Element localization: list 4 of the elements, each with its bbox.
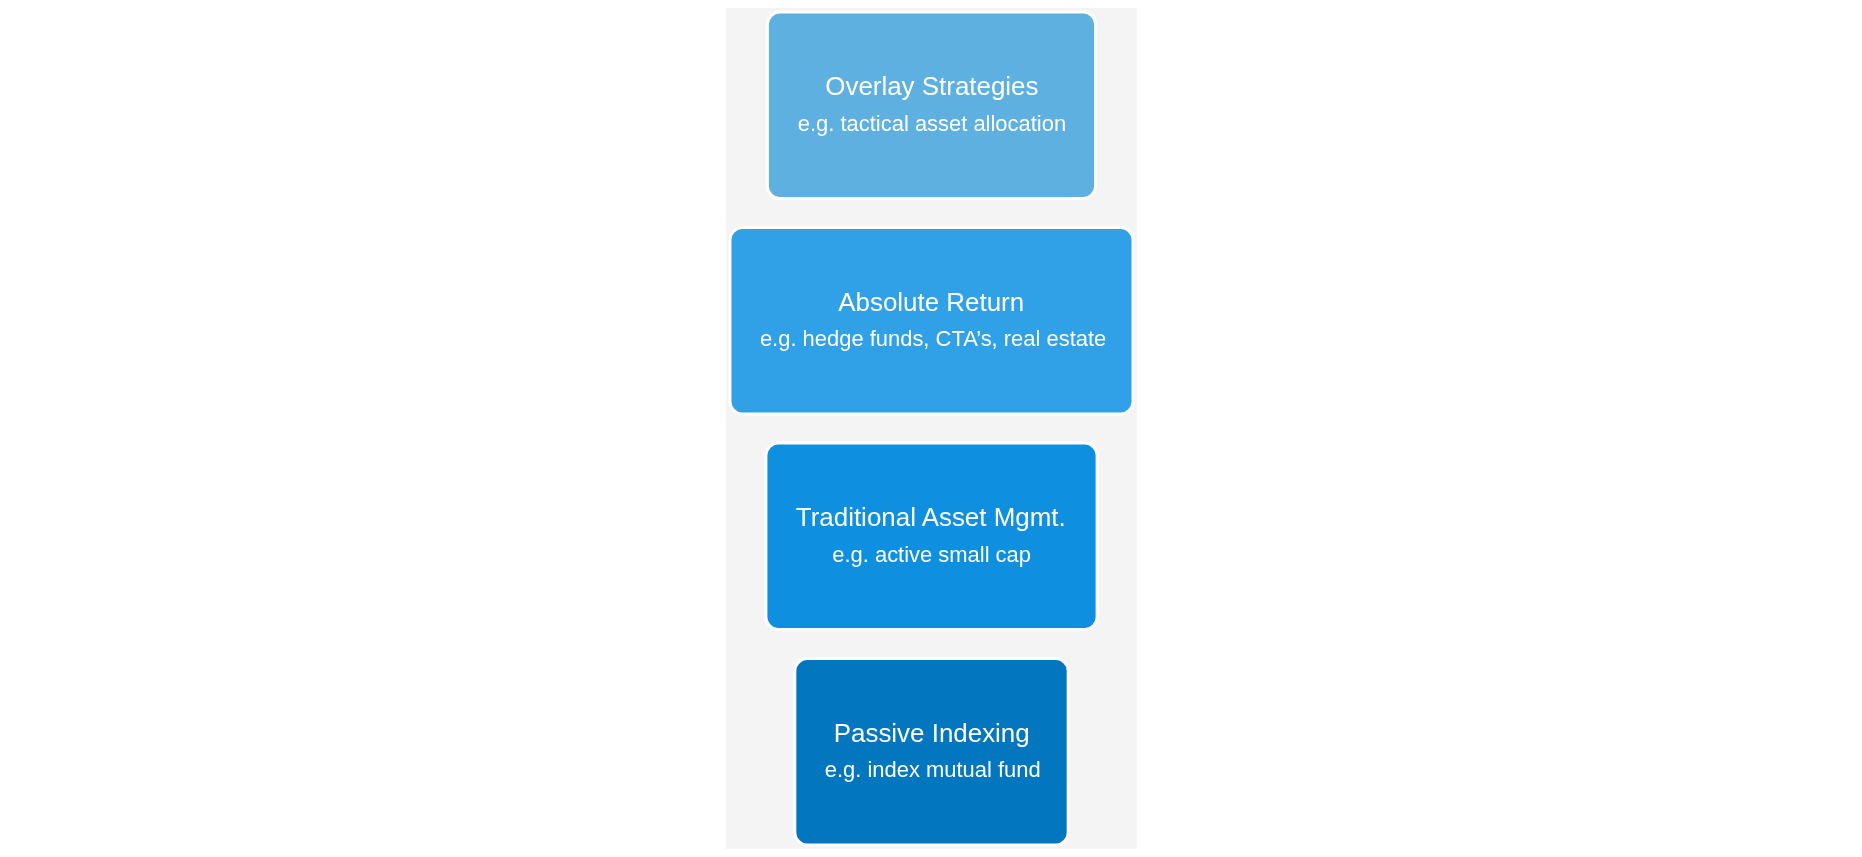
node-box: Overlay Strategies e.g. tactical asset allocation — [765, 10, 1097, 201]
node-box: Traditional Asset Mgmt. e.g. active small cap — [763, 441, 1099, 631]
node-box: Absolute Return e.g. hedge funds, CTA’s, real estate — [728, 226, 1134, 416]
node-box: Passive Indexing e.g. index mutual fund — [792, 656, 1070, 847]
